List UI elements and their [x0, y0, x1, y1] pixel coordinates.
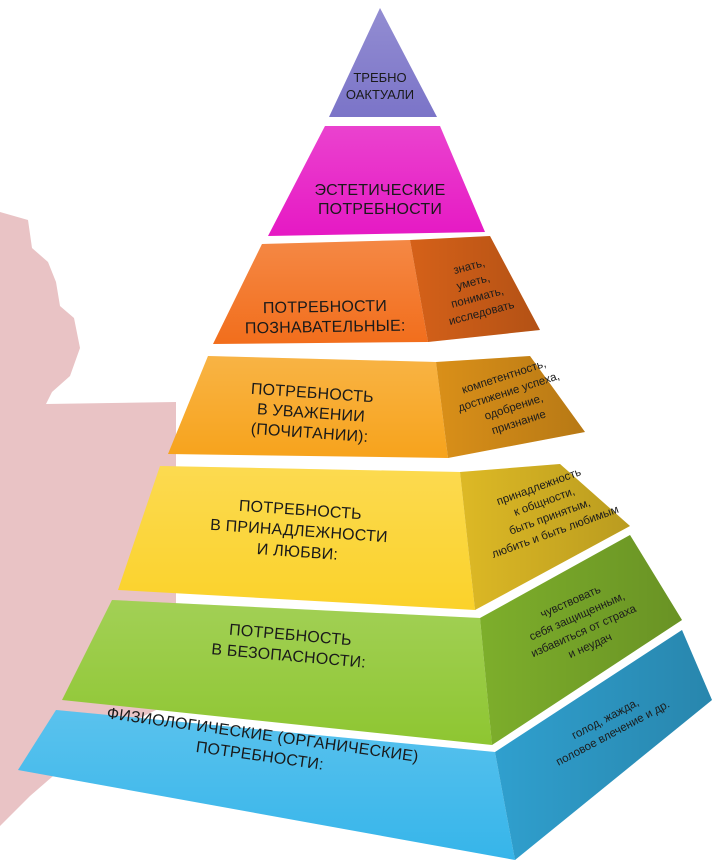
level-self-actualization-highlight: [329, 8, 437, 117]
level-cognitive-label-line: ПОЗНАВАТЕЛЬНЫЕ:: [245, 318, 406, 338]
level-cognitive-highlight: [213, 240, 428, 344]
level-esteem-highlight: [168, 356, 448, 458]
level-self-actualization-label-line: ТРЕБНО: [353, 70, 406, 85]
level-aesthetic-label-line: ЭСТЕТИЧЕСКИЕ: [314, 182, 445, 199]
level-self-actualization-label: ТРЕБНО ОАКТУАЛИ: [346, 70, 414, 102]
level-belonging-side-shade: [460, 464, 630, 610]
level-aesthetic-label: ЭСТЕТИЧЕСКИЕ ПОТРЕБНОСТИ: [314, 182, 445, 218]
level-esteem-label: ПОТРЕБНОСТЬВ УВАЖЕНИИ(ПОЧИТАНИИ):: [248, 381, 375, 446]
level-cognitive-label-line: ПОТРЕБНОСТИ: [263, 298, 387, 317]
level-esteem-side-shade: [436, 356, 585, 458]
level-safety-highlight: [62, 600, 492, 745]
level-aesthetic-highlight: [268, 126, 485, 236]
level-safety-side-shade: [480, 535, 682, 745]
level-physiological-highlight: [18, 710, 515, 860]
level-cognitive-side-shade: [410, 236, 540, 342]
level-cognitive-label: ПОТРЕБНОСТИПОЗНАВАТЕЛЬНЫЕ:: [244, 298, 405, 338]
level-belonging-highlight: [118, 466, 475, 610]
level-aesthetic-label-line: ПОТРЕБНОСТИ: [318, 201, 442, 218]
level-belonging-label-line: И ЛЮБВИ:: [256, 541, 338, 564]
pyramid-levels: [18, 8, 712, 860]
level-physiological-side-shade: [495, 630, 712, 860]
level-self-actualization-label-line: ОАКТУАЛИ: [346, 87, 414, 102]
